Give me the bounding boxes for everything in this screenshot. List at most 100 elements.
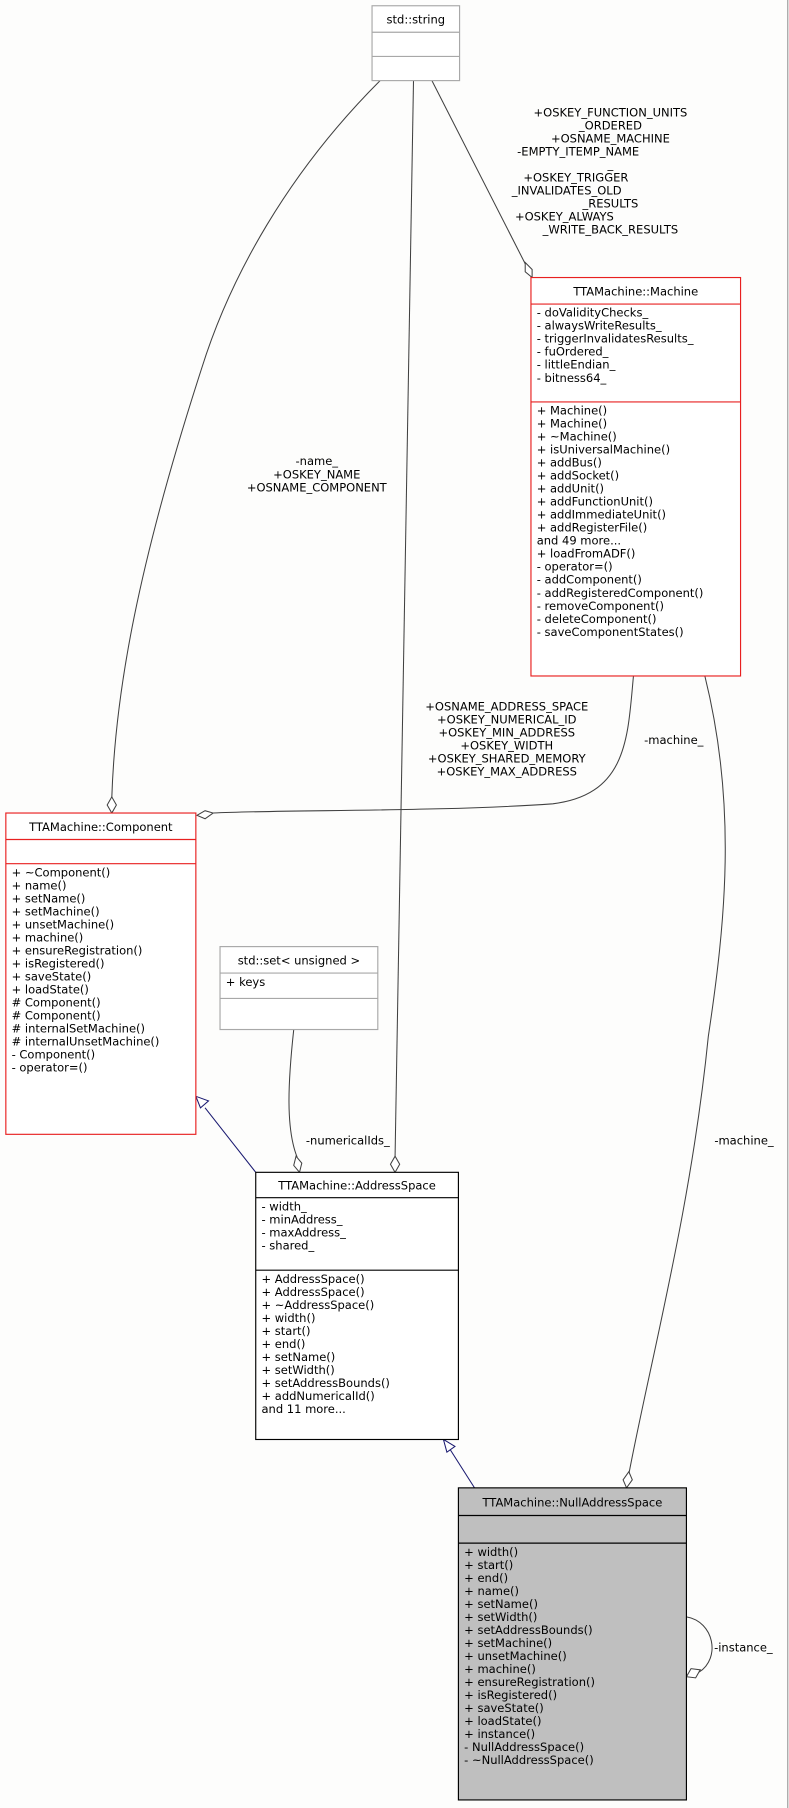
class-method: + isRegistered() (464, 1688, 557, 1702)
class-method: + start() (261, 1324, 310, 1338)
class-attribute: - maxAddress_ (261, 1225, 346, 1239)
class-title: TTAMachine::Machine (572, 284, 698, 298)
class-title: std::set< unsigned > (238, 953, 360, 967)
edge-label-string-addressspace: +OSKEY_MIN_ADDRESS (438, 726, 575, 740)
class-method: # Component() (12, 995, 101, 1009)
class-method: + name() (12, 878, 67, 892)
class-method: + setAddressBounds() (464, 1623, 592, 1637)
class-method: # Component() (12, 1009, 101, 1023)
class-method: + addImmediateUnit() (537, 508, 666, 522)
class-title: TTAMachine::NullAddressSpace (481, 1495, 662, 1509)
class-method: + machine() (464, 1662, 536, 1676)
edge-set-addressspace (288, 1029, 298, 1158)
edge-label-string-machine: +OSKEY_FUNCTION_UNITS (534, 105, 688, 119)
edge-label-string-addressspace: +OSKEY_WIDTH (460, 739, 553, 753)
edge-string-machine (431, 80, 526, 264)
class-method: + AddressSpace() (261, 1285, 364, 1299)
class-method: + setName() (464, 1597, 538, 1611)
class-attribute: - littleEndian_ (537, 358, 616, 372)
edge-label-string-addressspace: +OSNAME_ADDRESS_SPACE (425, 700, 588, 714)
class-method: and 49 more... (537, 534, 621, 548)
class-method: - addRegisteredComponent() (537, 586, 704, 600)
class-method: + width() (464, 1545, 518, 1559)
class-method: + addBus() (537, 456, 602, 470)
class-method: + end() (261, 1337, 305, 1351)
class-method: + width() (261, 1311, 315, 1325)
class-method: - operator=() (12, 1061, 88, 1075)
class-method: + instance() (464, 1727, 535, 1741)
class-attribute: - triggerInvalidatesResults_ (537, 332, 694, 346)
edge-label-null-self: -instance_ (714, 1640, 773, 1654)
edge-label-string-machine: +OSKEY_TRIGGER (523, 170, 628, 184)
edge-label-string-machine: -EMPTY_ITEMP_NAME (517, 144, 639, 158)
class-box (5, 812, 197, 1135)
edge-inherit-component (204, 1107, 257, 1173)
class-method: + start() (464, 1558, 513, 1572)
class-null-address-space[interactable]: TTAMachine::NullAddressSpace+ width()+ s… (457, 1487, 688, 1801)
class-box (530, 276, 742, 677)
edge-label-set-addressspace: -numericalIds_ (306, 1134, 390, 1148)
class-method: + setName() (12, 891, 86, 905)
class-method: - addComponent() (537, 573, 642, 587)
class-std-string[interactable]: std::string (371, 5, 461, 82)
class-attribute: - shared_ (261, 1238, 314, 1252)
class-method: + isRegistered() (12, 956, 105, 970)
class-title: TTAMachine::AddressSpace (277, 1179, 436, 1193)
class-method: + Machine() (537, 417, 607, 431)
class-method: + saveState() (464, 1701, 544, 1715)
edge-label-string-machine: _ORDERED (578, 118, 642, 132)
class-method: + ~Machine() (537, 430, 617, 444)
aggregation-diamond-icon (106, 795, 117, 815)
class-method: - Component() (12, 1048, 96, 1062)
class-method: - ~NullAddressSpace() (464, 1753, 594, 1767)
class-method: + ensureRegistration() (464, 1675, 595, 1689)
class-method: - saveComponentStates() (537, 625, 684, 639)
edge-string-addressspace (394, 80, 415, 1157)
class-attribute: - fuOrdered_ (537, 345, 609, 359)
class-method: + ~AddressSpace() (261, 1298, 374, 1312)
class-component[interactable]: TTAMachine::Component+ ~Component()+ nam… (5, 812, 197, 1135)
edge-label-string-addressspace: +OSKEY_NUMERICAL_ID (437, 713, 577, 727)
edge-label-string-machine: _ (607, 157, 614, 171)
class-method: + setWidth() (464, 1610, 537, 1624)
aggregation-diamond-icon (685, 1668, 702, 1679)
edge-label-string-machine: _INVALIDATES_OLD (511, 183, 622, 197)
class-method: + AddressSpace() (261, 1272, 364, 1286)
inheritance-arrow-icon (442, 1438, 456, 1454)
class-method: + setWidth() (261, 1363, 334, 1377)
edge-label-string-addressspace: +OSKEY_SHARED_MEMORY (428, 752, 587, 766)
edge-label-machine-component: -machine_ (644, 733, 704, 747)
class-machine[interactable]: TTAMachine::Machine- doValidityChecks_- … (530, 276, 742, 677)
edge-label-string-machine: +OSNAME_MACHINE (551, 131, 670, 145)
class-method: + addFunctionUnit() (537, 495, 653, 509)
aggregation-diamond-icon (293, 1155, 303, 1174)
class-method: # internalUnsetMachine() (12, 1035, 160, 1049)
edge-label-string-component: -name_ (296, 454, 339, 468)
class-method: + loadFromADF() (537, 547, 636, 561)
class-std-set[interactable]: std::set< unsigned >+ keys (219, 946, 379, 1031)
class-method: + addNumericalId() (261, 1389, 374, 1403)
edge-inherit-addressspace (449, 1449, 475, 1489)
edge-string-component (111, 80, 381, 799)
class-method: - removeComponent() (537, 599, 664, 613)
class-method: + setAddressBounds() (261, 1376, 389, 1390)
class-method: + name() (464, 1584, 519, 1598)
class-title: TTAMachine::Component (28, 820, 173, 834)
class-method: + addSocket() (537, 469, 619, 483)
edge-null-self (686, 1616, 713, 1673)
class-attribute: - doValidityChecks_ (537, 306, 649, 320)
class-box (219, 946, 379, 1031)
edge-label-string-machine: +OSKEY_ALWAYS (515, 209, 614, 223)
edge-machine-null (628, 675, 726, 1475)
class-method: + setMachine() (464, 1636, 552, 1650)
class-address-space[interactable]: TTAMachine::AddressSpace- width_- minAdd… (255, 1171, 459, 1441)
class-method: + unsetMachine() (464, 1649, 567, 1663)
class-method: + unsetMachine() (12, 917, 115, 931)
class-method: + addRegisterFile() (537, 521, 648, 535)
edge-label-string-addressspace: +OSKEY_MAX_ADDRESS (437, 765, 577, 779)
class-method: + ensureRegistration() (12, 943, 143, 957)
class-attribute: - minAddress_ (261, 1212, 342, 1226)
class-box (457, 1487, 688, 1801)
class-method: + addUnit() (537, 482, 604, 496)
